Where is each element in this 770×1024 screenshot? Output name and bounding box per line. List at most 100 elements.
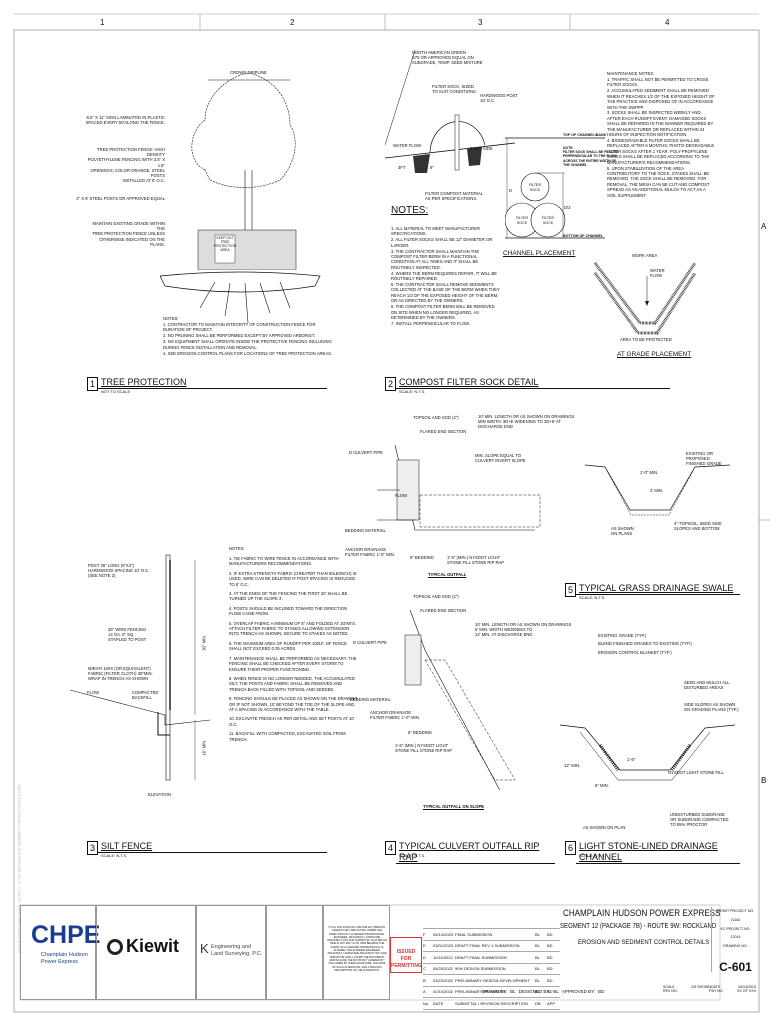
tree-notes-title: NOTES: [163,316,179,321]
slope-label: MIN. SLOPE EQUAL TO CULVERT INVERT SLOPE [475,453,526,464]
designed-by-value: BL [553,989,559,994]
min-1ft: 1'-0" MIN. [640,470,659,475]
chpe-logo: CHPE [31,921,101,949]
detail-title: LIGHT STONE-LINED DRAINAGE CHANNEL [576,841,740,864]
detail-scale: SCALE: N.T.S. [399,853,426,858]
min-3ft: 3' MIN. [650,488,664,493]
detail-scale: SCALE: N.T.S. [101,853,128,858]
blanket-label: EROSION CONTROL BLANKET (TYP.) [598,650,672,655]
tree-protection-drawing [191,72,297,270]
water-flow-label: WATER FLOW [393,143,421,148]
note-item: 1. TRAFFIC SHALL NOT BE PERMITTED TO CRO… [607,77,709,88]
grid-col-2: 2 [290,18,295,27]
scale-value: AS SHOWN [691,985,711,989]
detail-6-title: 6 LIGHT STONE-LINED DRAINAGE CHANNEL SCA… [565,841,740,864]
kiewit-project-label: KIEWIT PROJECT NO. [716,909,755,913]
channel-placement-drawing [505,137,605,239]
ke-logo-mark: K [200,941,209,956]
revision-app: BD [547,966,553,972]
typical-outfall-drawing [377,444,541,531]
water-flow-arrow-label: WATER FLOW [650,268,665,279]
hardwood-post-label: HARDWOOD POST 10' O.C. [480,93,518,104]
flared-label: FLARED END SECTION [420,429,467,434]
revision-no: B [423,977,426,983]
note-item: 5. OVERLAP FABRIC A MINIMUM OF 6" AND FO… [229,620,357,637]
posts-label: 2" X 6' STEEL POSTS OR APPROVED EQUAL [76,196,165,201]
note-item: 3. AT THE ENDS OF THE FENCING THE FIRST … [229,591,348,602]
revision-desc: 90% DESIGN SUBMISSION [455,966,506,972]
detail-5-title: 5 TYPICAL GRASS DRAINAGE SWALE SCALE: N.… [565,583,740,600]
note-item: 5. THE CONTRACTOR SHALL REMOVE SEDIMENTS… [391,282,500,304]
header-app: APP [547,1000,556,1006]
seed-mulch-label: SEED AND MULCH ALL DISTURBED AREAS [684,680,730,691]
fabric-label: MIRAFI 100X (OR EQUIVALENT) FABRIC (FILT… [88,666,153,682]
maintenance-notes-title: MAINTENANCE NOTES: [607,71,655,76]
grid-row-a: A [761,222,767,231]
channel-note: NOTE: FILTER SOCK SHALL BE PLACED PERPEN… [563,146,619,167]
disclaimer-cell: IT IS A VIOLATION OF LAW FOR ANY PERSON,… [323,905,390,1000]
drawing-number: C-601 [719,959,752,974]
file-path-text: File: P:\12015-CHPE-CABLE_INSTALL\...\C-… [17,783,22,953]
revision-date: 05/20/2022 [433,966,454,972]
revision-app: BD [547,977,553,983]
note-item: 7. MAINTENANCE SHALL BE PERFORMED AS NEC… [229,655,357,672]
scale-label: SCALE [663,985,675,989]
note-item: 2. ACCUMULATED SEDIMENT SHALL BE REMOVED… [607,88,715,110]
filter-sock-section [385,49,515,173]
detail-4-title: 4 TYPICAL CULVERT OUTFALL RIP RAP SCALE:… [385,841,555,864]
detail-number: 2 [385,377,396,391]
rev-label: REV NO. [663,989,678,993]
revision-desc: DRAFT FINAL REV 1 SUBMISSION [455,943,520,949]
seed-label: NORTH AMERICAN GREEN S75 OR APPROVED EQU… [412,50,483,66]
dim-8in: 8" [430,165,434,170]
riprap-label-2: 1'-6" (MIN.) NYSDOT LIGHT STONE FILL STO… [395,743,453,754]
detail-number: 4 [385,841,396,855]
detail-number: 1 [87,377,98,391]
top-of-channel-label: TOP OF CHANNEL/BANK [563,133,607,137]
dim-d2: D/2 [564,205,571,210]
project-title-cell: CHAMPLAIN HUDSON POWER EXPRESS SEGMENT 1… [560,907,721,990]
detail-title: COMPOST FILTER SOCK DETAIL [396,377,670,389]
keep-out-label: KEEP OUT TREE PROTECTION AREA [213,236,237,252]
revision-app: BD [547,931,553,937]
revision-header: No. DATE SUBMITTAL / REVISION DESCRIPTIO… [423,998,560,1010]
revision-app: BD [547,989,553,995]
flared-label-2: FLARED END SECTION [420,608,467,613]
typical-slope-label: TYPICAL OUTFALL ON SLOPE [423,804,485,809]
detail-scale: SCALE: N.T.S. [579,853,606,858]
note-item: 7. INSTALL PERPENDICULAR TO FLOW. [391,320,470,326]
note-item: 8. WHEN FENCE IS NO LONGER NEEDED, THE A… [229,675,355,692]
logo-ke-cell: K Engineering and Land Surveying, P.C. [196,905,266,1000]
disclaimer-text: IT IS A VIOLATION OF LAW FOR ANY PERSON,… [327,926,387,972]
note-item: 3. SOCKS SHALL BE INSPECTED WEEKLY AND A… [607,110,714,138]
typical-outfall-label: TYPICAL OUTFALL [428,572,467,577]
min-6in: 6" MIN. [595,783,609,788]
dim-3ft: 3FT [398,165,406,170]
silt-notes-title: NOTES: [229,546,245,551]
topsoil-label-2: TOPSOIL AND SOD (2") [413,594,459,599]
tree-roots [160,271,321,324]
ke-logo: Engineering and Land Surveying, P.C. [211,944,263,957]
note-item: 4. POSTS SHOULD BE INCLINED TOWARD THE D… [229,605,348,617]
as-shown-plan-label: AS SHOWN ON PLAN [583,825,626,830]
pipe-label-2: D CULVERT PIPE [353,640,387,645]
note-item: 2. IF EXTRA STRENGTH FABRIC (GREATER THA… [229,570,357,587]
grid-col-4: 4 [665,18,670,27]
sheet-no-label: SH NO. [711,989,724,993]
revision-desc: DRAFT FINAL SUBMISSION [455,954,507,960]
approved-by-label: APPROVED BY: [561,989,596,994]
topsoil-label: TOPSOIL AND SOD (2") [413,415,459,420]
date-label: DATE [711,985,721,989]
post-label: POST 36" LONG (5"X4") HARDWOOD SPACING 1… [88,563,150,579]
dim-16-min: 16" MIN. [201,739,207,756]
detail-number: 3 [87,841,98,855]
dim-d: D [509,188,513,193]
header-desc: SUBMITTAL / REVISION DESCRIPTION [455,1000,528,1006]
flow-label: FLOW [87,690,100,695]
blank-cell [266,905,323,1000]
revision-db: BL [535,977,540,983]
